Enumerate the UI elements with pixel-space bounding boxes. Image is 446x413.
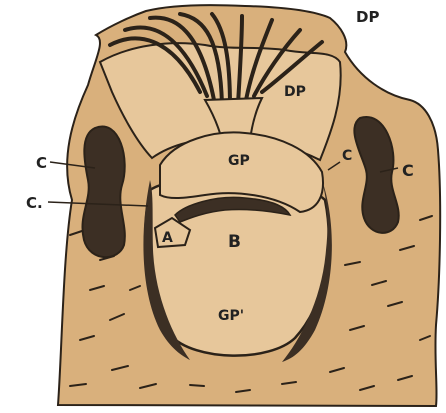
label-b: B <box>228 232 241 252</box>
label-dp-top: DP <box>356 8 379 26</box>
label-c-left-top: C <box>36 154 47 172</box>
label-c-right: C <box>402 161 414 180</box>
label-gp-upper: GP <box>228 153 250 169</box>
bean-left <box>82 126 124 257</box>
label-c-inner-right: C <box>342 148 352 164</box>
label-c-left-mid: C. <box>26 194 43 212</box>
label-dp-inner: DP <box>284 84 306 100</box>
label-gp-lower: GP' <box>218 308 244 324</box>
label-a: A <box>162 230 173 246</box>
